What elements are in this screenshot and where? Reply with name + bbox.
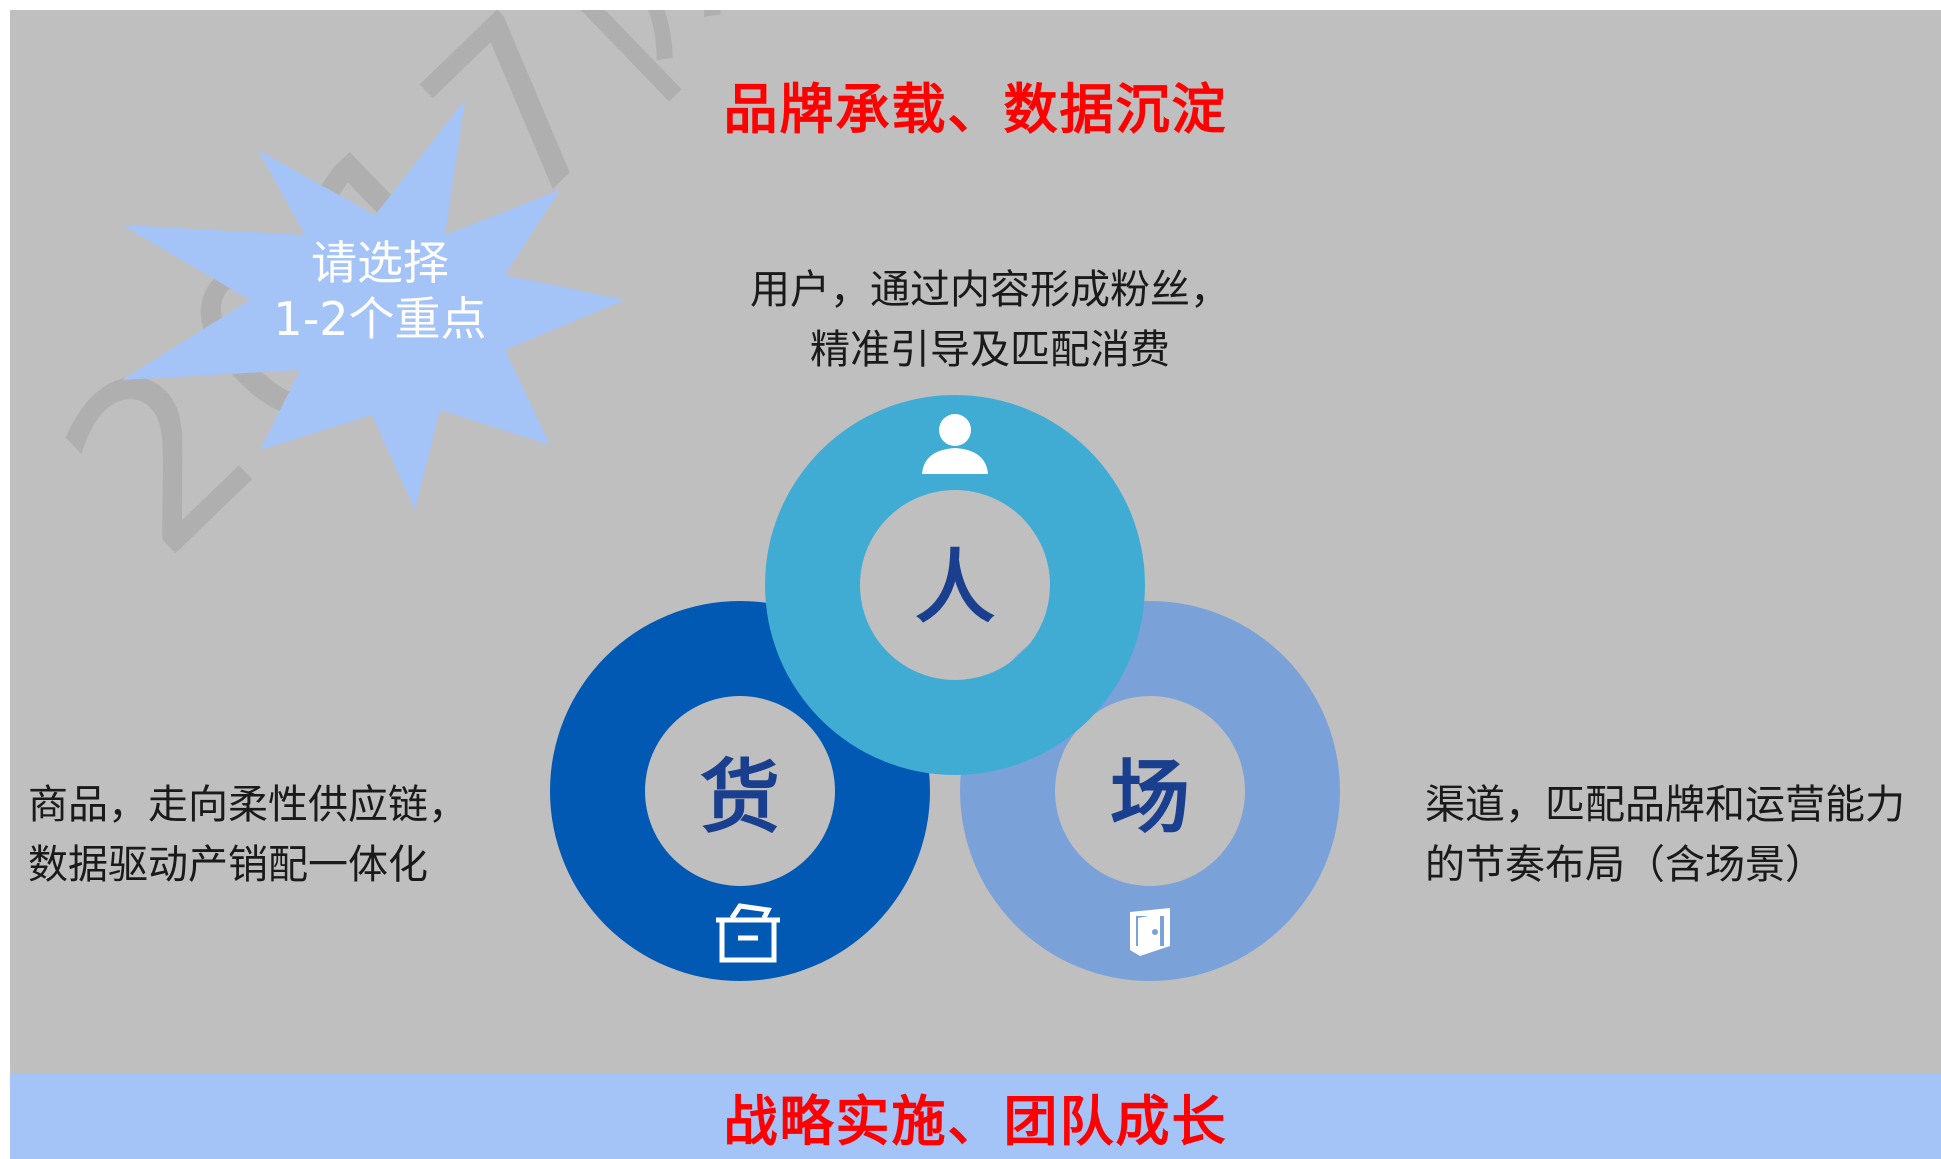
people-caption-line-2: 精准引导及匹配消费 [810,327,1170,373]
page-title: 品牌承载、数据沉淀 [723,78,1228,141]
people-caption-line-1: 用户，通过内容形成粉丝， [750,267,1230,313]
bottom-banner: 战略实施、团队成长 [10,1073,1941,1159]
box-icon [716,903,780,963]
bottom-title: 战略实施、团队成长 [723,1089,1228,1153]
callout-line-1: 请选择 [311,236,449,290]
callout-line-2: 1-2个重点 [273,292,487,346]
people-caption: 用户，通过内容形成粉丝， 精准引导及匹配消费 [730,260,1250,380]
callout-text: 请选择 1-2个重点 [110,235,650,347]
place-caption-line-1: 渠道，匹配品牌和运营能力 [1425,782,1905,828]
wallet-icon [1130,908,1170,956]
user-icon [922,414,988,474]
place-caption: 渠道，匹配品牌和运营能力 的节奏布局（含场景） [1425,775,1941,895]
place-label: 场 [1110,751,1190,844]
trefoil-diagram: 人 货 场 [550,395,1340,981]
callout-burst: 请选择 1-2个重点 [110,90,650,530]
place-caption-line-2: 的节奏布局（含场景） [1425,842,1825,888]
goods-label: 货 [700,751,780,844]
goods-caption-line-2: 数据驱动产销配一体化 [28,842,428,888]
starburst-shape [122,100,625,510]
slide: 2017网易云创大会 品牌承载、数据沉淀 请选择 1-2个重点 用户，通过内容形… [10,10,1941,1073]
goods-caption: 商品，走向柔性供应链， 数据驱动产销配一体化 [28,775,548,895]
goods-caption-line-1: 商品，走向柔性供应链， [28,782,468,828]
people-label: 人 [915,541,995,634]
people-ring [765,395,1145,775]
